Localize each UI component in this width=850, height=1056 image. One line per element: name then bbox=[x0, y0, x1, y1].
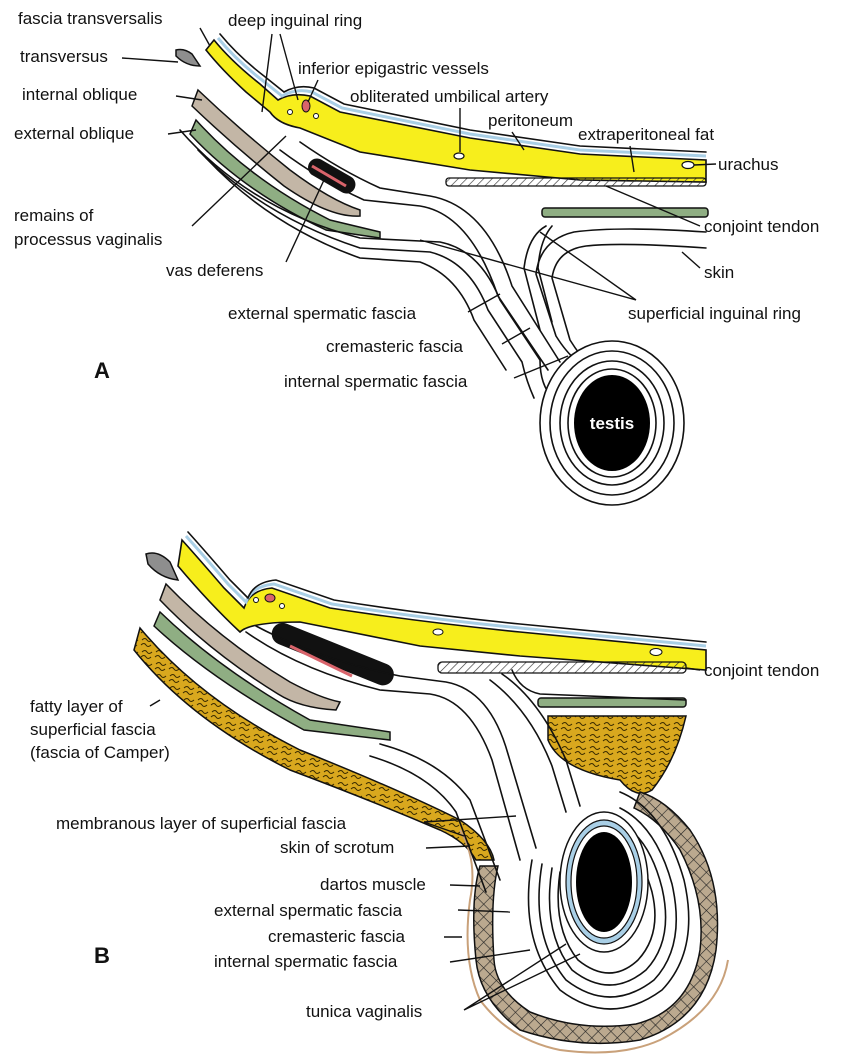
urachus-dot-b bbox=[650, 649, 662, 656]
label-transversus: transversus bbox=[20, 47, 108, 66]
transversus-muscle-b bbox=[146, 553, 178, 580]
external-oblique-medial-a bbox=[542, 208, 708, 217]
label-superficial-inguinal-ring: superficial inguinal ring bbox=[628, 304, 801, 323]
label-conjoint-tendon-b: conjoint tendon bbox=[704, 661, 819, 680]
label-fascia-transversalis: fascia transversalis bbox=[18, 9, 163, 28]
label-peritoneum: peritoneum bbox=[488, 111, 573, 130]
label-conjoint-tendon-a: conjoint tendon bbox=[704, 217, 819, 236]
panel-a: A bbox=[14, 9, 819, 505]
label-internal-spermatic-fascia-b: internal spermatic fascia bbox=[214, 952, 398, 971]
vessel-dot bbox=[314, 114, 319, 119]
label-inferior-epigastric-vessels: inferior epigastric vessels bbox=[298, 59, 489, 78]
label-membranous-layer: membranous layer of superficial fascia bbox=[56, 814, 347, 833]
label-cremasteric-fascia-b: cremasteric fascia bbox=[268, 927, 406, 946]
panel-b-letter: B bbox=[94, 943, 110, 968]
leader-dartos-muscle bbox=[450, 885, 480, 886]
vessel-b bbox=[265, 594, 275, 602]
panel-b: B bbox=[30, 532, 819, 1052]
label-fatty-layer-1: fatty layer of bbox=[30, 697, 123, 716]
leader-superficial-inguinal-ring bbox=[420, 232, 636, 300]
label-fatty-layer-3: (fascia of Camper) bbox=[30, 743, 170, 762]
label-cremasteric-fascia-a: cremasteric fascia bbox=[326, 337, 464, 356]
leader-external-spermatic-a bbox=[468, 294, 500, 312]
label-vas-deferens: vas deferens bbox=[166, 261, 263, 280]
leader-skin bbox=[682, 252, 700, 268]
vessel-dot bbox=[288, 110, 293, 115]
label-remains-of: remains of bbox=[14, 206, 94, 225]
urachus-dot bbox=[682, 162, 694, 169]
label-urachus: urachus bbox=[718, 155, 778, 174]
leader-conjoint-tendon-a bbox=[606, 186, 700, 226]
label-tunica-vaginalis: tunica vaginalis bbox=[306, 1002, 422, 1021]
testis-b bbox=[576, 832, 632, 932]
conjoint-tendon-a bbox=[446, 178, 706, 186]
label-processus-vaginalis: processus vaginalis bbox=[14, 230, 162, 249]
label-fatty-layer-2: superficial fascia bbox=[30, 720, 156, 739]
scrotal-sac-a: testis bbox=[540, 341, 684, 505]
leader-transversus bbox=[122, 58, 178, 62]
umbilical-artery-dot-b bbox=[433, 629, 443, 635]
label-external-spermatic-fascia-a: external spermatic fascia bbox=[228, 304, 417, 323]
testis-label: testis bbox=[590, 414, 634, 433]
label-internal-oblique: internal oblique bbox=[22, 85, 137, 104]
label-skin-of-scrotum: skin of scrotum bbox=[280, 838, 394, 857]
vessel-dot-b bbox=[280, 604, 285, 609]
extraperitoneal-fat-band-b bbox=[178, 540, 706, 670]
obliterated-umbilical-artery-dot bbox=[454, 153, 464, 159]
label-internal-spermatic-fascia-a: internal spermatic fascia bbox=[284, 372, 468, 391]
leader-urachus bbox=[694, 164, 716, 165]
leader-skin-of-scrotum bbox=[426, 846, 470, 848]
vessel-dot-b bbox=[254, 598, 259, 603]
label-dartos-muscle: dartos muscle bbox=[320, 875, 426, 894]
leader-fascia-transversalis bbox=[200, 28, 210, 46]
leader-external-spermatic-b bbox=[458, 910, 510, 912]
label-external-oblique: external oblique bbox=[14, 124, 134, 143]
label-deep-inguinal-ring: deep inguinal ring bbox=[228, 11, 362, 30]
label-skin: skin bbox=[704, 263, 734, 282]
fatty-layer-medial bbox=[548, 716, 686, 793]
leader-fatty-layer bbox=[150, 700, 160, 706]
transversus-muscle bbox=[176, 50, 200, 67]
panel-a-letter: A bbox=[94, 358, 110, 383]
conjoint-tendon-b bbox=[438, 662, 686, 673]
label-external-spermatic-fascia-b: external spermatic fascia bbox=[214, 901, 403, 920]
label-extraperitoneal-fat: extraperitoneal fat bbox=[578, 125, 714, 144]
label-obliterated-umbilical-artery: obliterated umbilical artery bbox=[350, 87, 549, 106]
